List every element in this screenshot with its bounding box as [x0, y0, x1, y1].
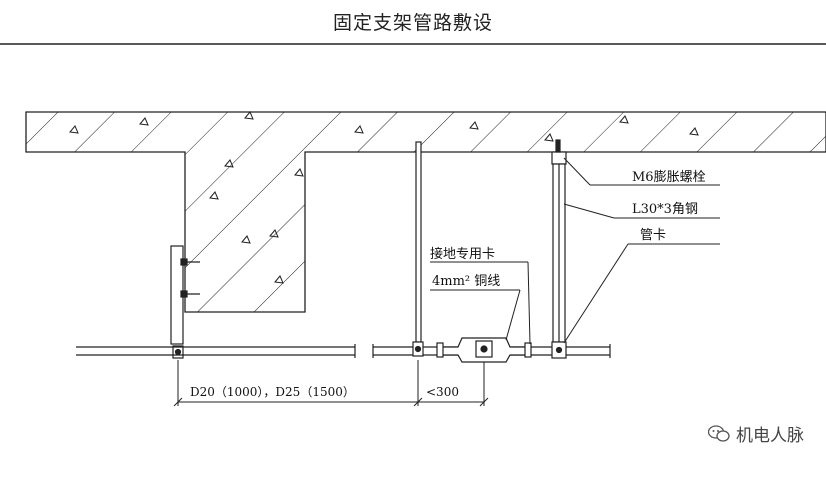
grounding-clamp: [436, 337, 532, 363]
label-grounding-clamp: 接地专用卡: [430, 246, 495, 262]
hanger-rod: [412, 141, 424, 357]
watermark: 机电人脉: [708, 421, 804, 446]
angle-steel-support: [551, 139, 567, 359]
wechat-icon: [708, 424, 730, 442]
dimension-end-distance: <300: [426, 385, 459, 399]
conduit-left: [76, 344, 356, 358]
label-anchor-bolt: M6膨胀螺栓: [632, 170, 706, 185]
label-copper-wire: 4mm² 铜线: [432, 274, 500, 289]
label-angle-steel: L30*3角钢: [632, 202, 698, 217]
label-pipe-clamp: 管卡: [640, 228, 666, 243]
concrete-slab: [25, 111, 826, 313]
watermark-text: 机电人脉: [736, 426, 804, 446]
wall-bracket-left: [170, 245, 200, 359]
leader-lines: [430, 157, 720, 345]
dimension-line: [173, 360, 489, 407]
dimension-spacing: D20（1000），D25（1500）: [190, 385, 355, 399]
drawing-title: 固定支架管路敷设: [332, 12, 493, 34]
